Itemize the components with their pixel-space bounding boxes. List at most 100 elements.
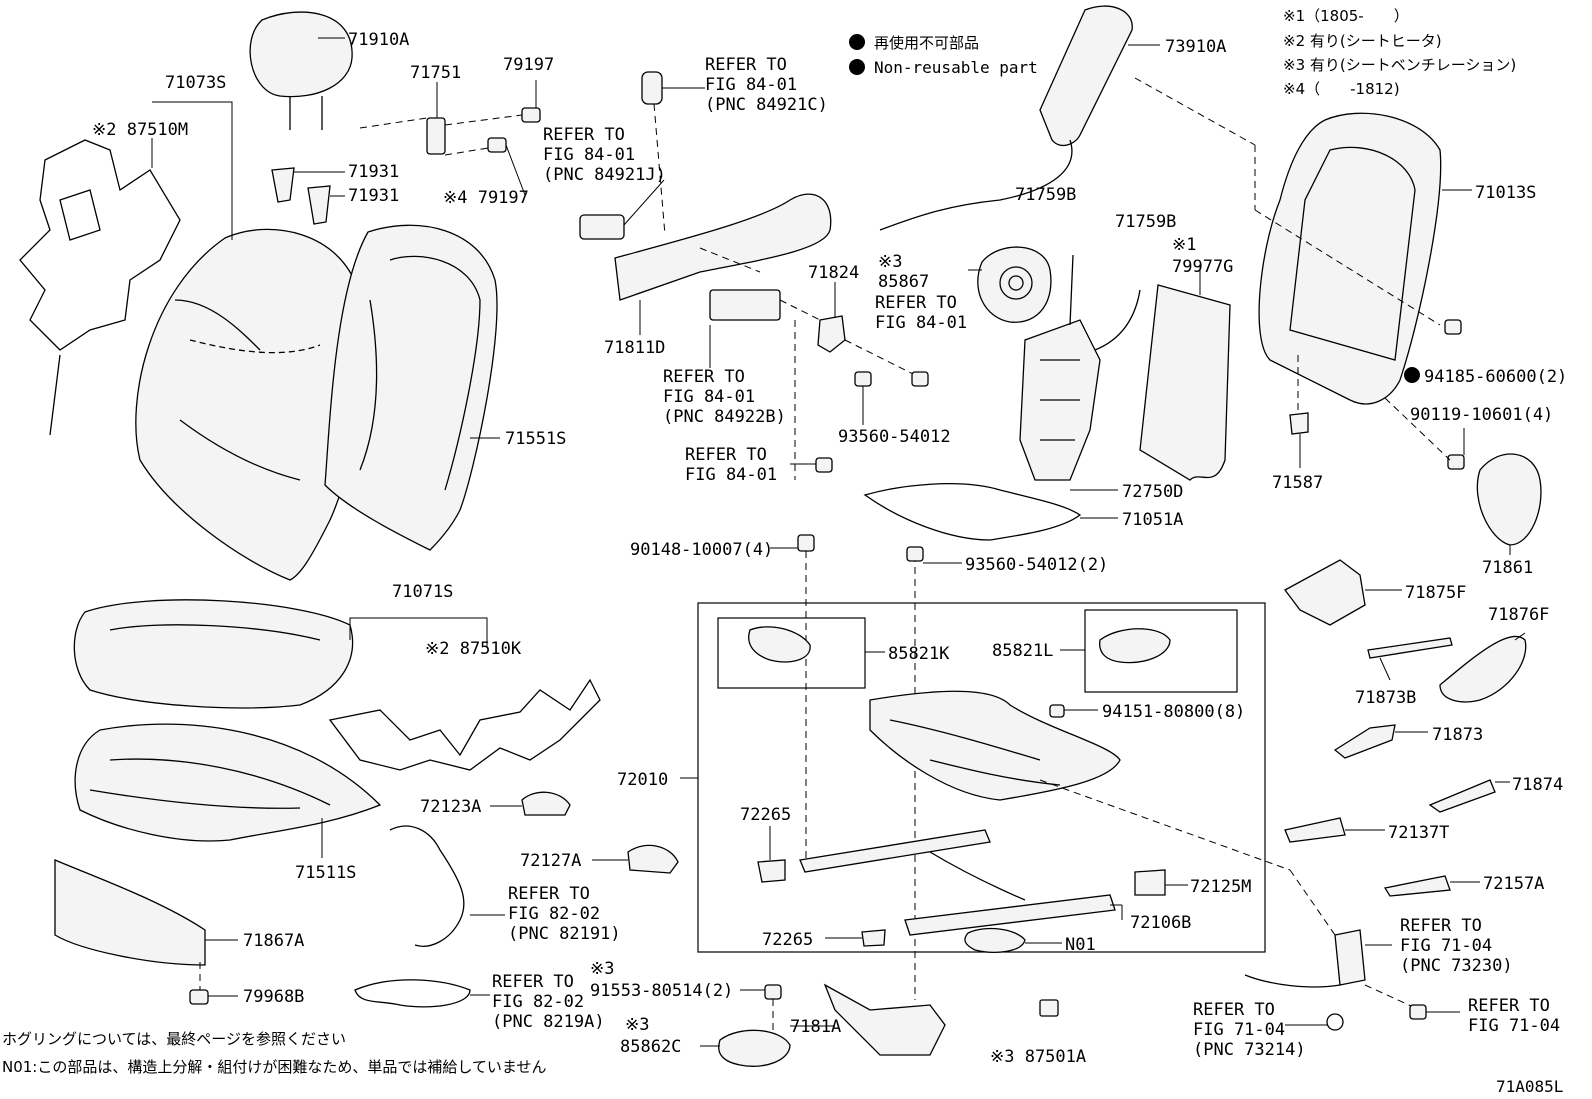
refer-line: REFER TO xyxy=(685,445,767,465)
pin-71931 xyxy=(271,167,345,225)
label-71867A: 71867A xyxy=(243,931,304,951)
motor-N01 xyxy=(964,927,1062,953)
harness-8219A xyxy=(354,979,490,1008)
clip-72265 xyxy=(757,826,886,947)
cover-72127A xyxy=(592,844,679,874)
cover-71874 xyxy=(1428,779,1510,813)
label-72123A: 72123A xyxy=(420,797,481,817)
label-85862C-note: ※3 xyxy=(625,1015,649,1035)
refer-line: REFER TO xyxy=(1468,996,1550,1016)
lumbar-72750D xyxy=(1019,254,1141,491)
seatback-cover-71073S xyxy=(135,101,364,581)
refer-line: FIG 71-04 xyxy=(1400,936,1492,956)
label-71910A: 71910A xyxy=(348,30,409,50)
cushion-pad-71511S xyxy=(74,723,382,858)
refer-line: (PNC 73214) xyxy=(1193,1040,1306,1060)
refer-line: (PNC 84921C) xyxy=(705,95,828,115)
fan-85862C xyxy=(700,1029,791,1067)
seatback-pad-71551S xyxy=(324,224,500,551)
refer-line: (PNC 84922B) xyxy=(663,407,786,427)
label-N01: N01 xyxy=(1065,935,1096,955)
label-85821L: 85821L xyxy=(992,641,1053,661)
refer-line: REFER TO xyxy=(875,293,957,313)
label-71511S: 71511S xyxy=(295,863,356,883)
label-72137T: 72137T xyxy=(1388,823,1449,843)
ventilation-fan-85867 xyxy=(968,246,1052,323)
label-90119: 90119-10601(4) xyxy=(1410,405,1553,425)
note-4: ※4（ -1812) xyxy=(1283,80,1400,98)
side-airbag-73910A xyxy=(879,5,1160,231)
trim-71873B xyxy=(1367,637,1453,681)
cover-71875F xyxy=(1284,559,1402,626)
label-71873: 71873 xyxy=(1432,725,1483,745)
motor-box-85821K xyxy=(717,617,866,689)
switch-84921J xyxy=(579,179,665,240)
label-71071S: 71071S xyxy=(392,582,453,602)
label-85821K: 85821K xyxy=(888,644,950,664)
refer-line: FIG 71-04 xyxy=(1193,1020,1285,1040)
motor-85821L xyxy=(1060,628,1171,664)
label-71013S: 71013S xyxy=(1475,183,1536,203)
wire-harness xyxy=(389,825,505,947)
label-79197: ※4 79197 xyxy=(443,188,529,208)
footer-line-1: ホグリングについては、最終ページを参照ください xyxy=(2,1030,346,1048)
label-72125M: 72125M xyxy=(1190,877,1251,897)
refer-line: REFER TO xyxy=(492,972,574,992)
label-71873B: 71873B xyxy=(1355,688,1416,708)
slide-rail xyxy=(799,829,1123,936)
refer-line: REFER TO xyxy=(1193,1000,1275,1020)
label-71759B: 71759B xyxy=(1015,185,1076,205)
label-71051A: 71051A xyxy=(1122,510,1183,530)
refer-line: REFER TO xyxy=(663,367,745,387)
label-71861: 71861 xyxy=(1482,558,1533,578)
label-91553-note: ※3 xyxy=(590,959,614,979)
label-79977G-note: ※1 xyxy=(1172,235,1196,255)
wire-71051A xyxy=(863,483,1118,1000)
label-72265: 72265 xyxy=(740,805,791,825)
footer-line-2: N01:この部品は、構造上分解・組付けが困難なため、単品では補給していません xyxy=(2,1058,546,1076)
motor-85821K xyxy=(748,626,885,663)
non-reusable-dot xyxy=(849,59,865,75)
refer-line: FIG 82-02 xyxy=(492,992,584,1012)
base-7181A xyxy=(790,983,946,1056)
side-cover-71811D xyxy=(614,193,832,335)
label-79977G: 79977G xyxy=(1172,257,1233,277)
headrest-71910A xyxy=(249,11,353,130)
label-73910A: 73910A xyxy=(1165,37,1226,57)
frame-71013S xyxy=(1134,77,1472,415)
nut-94185 xyxy=(1444,319,1462,335)
non-reusable-dot xyxy=(1404,367,1420,383)
label-71874: 71874 xyxy=(1512,775,1563,795)
label-79968B: 79968B xyxy=(243,987,304,1007)
refer-line: FIG 71-04 xyxy=(1468,1016,1560,1036)
refer-line: REFER TO xyxy=(705,55,787,75)
clip-71587 xyxy=(1289,412,1309,468)
refer-line: REFER TO xyxy=(1400,916,1482,936)
cushion-cover-71071S xyxy=(73,599,488,709)
label-91553: 91553-80514(2) xyxy=(590,981,733,1001)
label-72127A: 72127A xyxy=(520,851,581,871)
label-7181A: 7181A xyxy=(790,1017,841,1037)
label-87510K: ※2 87510K xyxy=(425,639,522,659)
label-94151: 94151-80800(8) xyxy=(1102,702,1245,722)
refer-line: FIG 84-01 xyxy=(663,387,755,407)
note-2: ※2 有り(シートヒータ) xyxy=(1283,32,1442,50)
label-71931: 71931 xyxy=(348,162,399,182)
label-71931: 71931 xyxy=(348,186,399,206)
label-85862C: 85862C xyxy=(620,1037,681,1057)
label-72106B: 72106B xyxy=(1130,913,1191,933)
cover-72137T xyxy=(1284,817,1385,843)
bolt-93560 xyxy=(906,546,962,564)
bolt-91553 xyxy=(740,984,782,1030)
diagram-code: 71A085L xyxy=(1496,1077,1563,1096)
label-71551S: 71551S xyxy=(505,429,566,449)
label-87510M: ※2 87510M xyxy=(92,120,188,140)
label-71875F: 71875F xyxy=(1405,583,1466,603)
refer-line: FIG 82-02 xyxy=(508,904,600,924)
